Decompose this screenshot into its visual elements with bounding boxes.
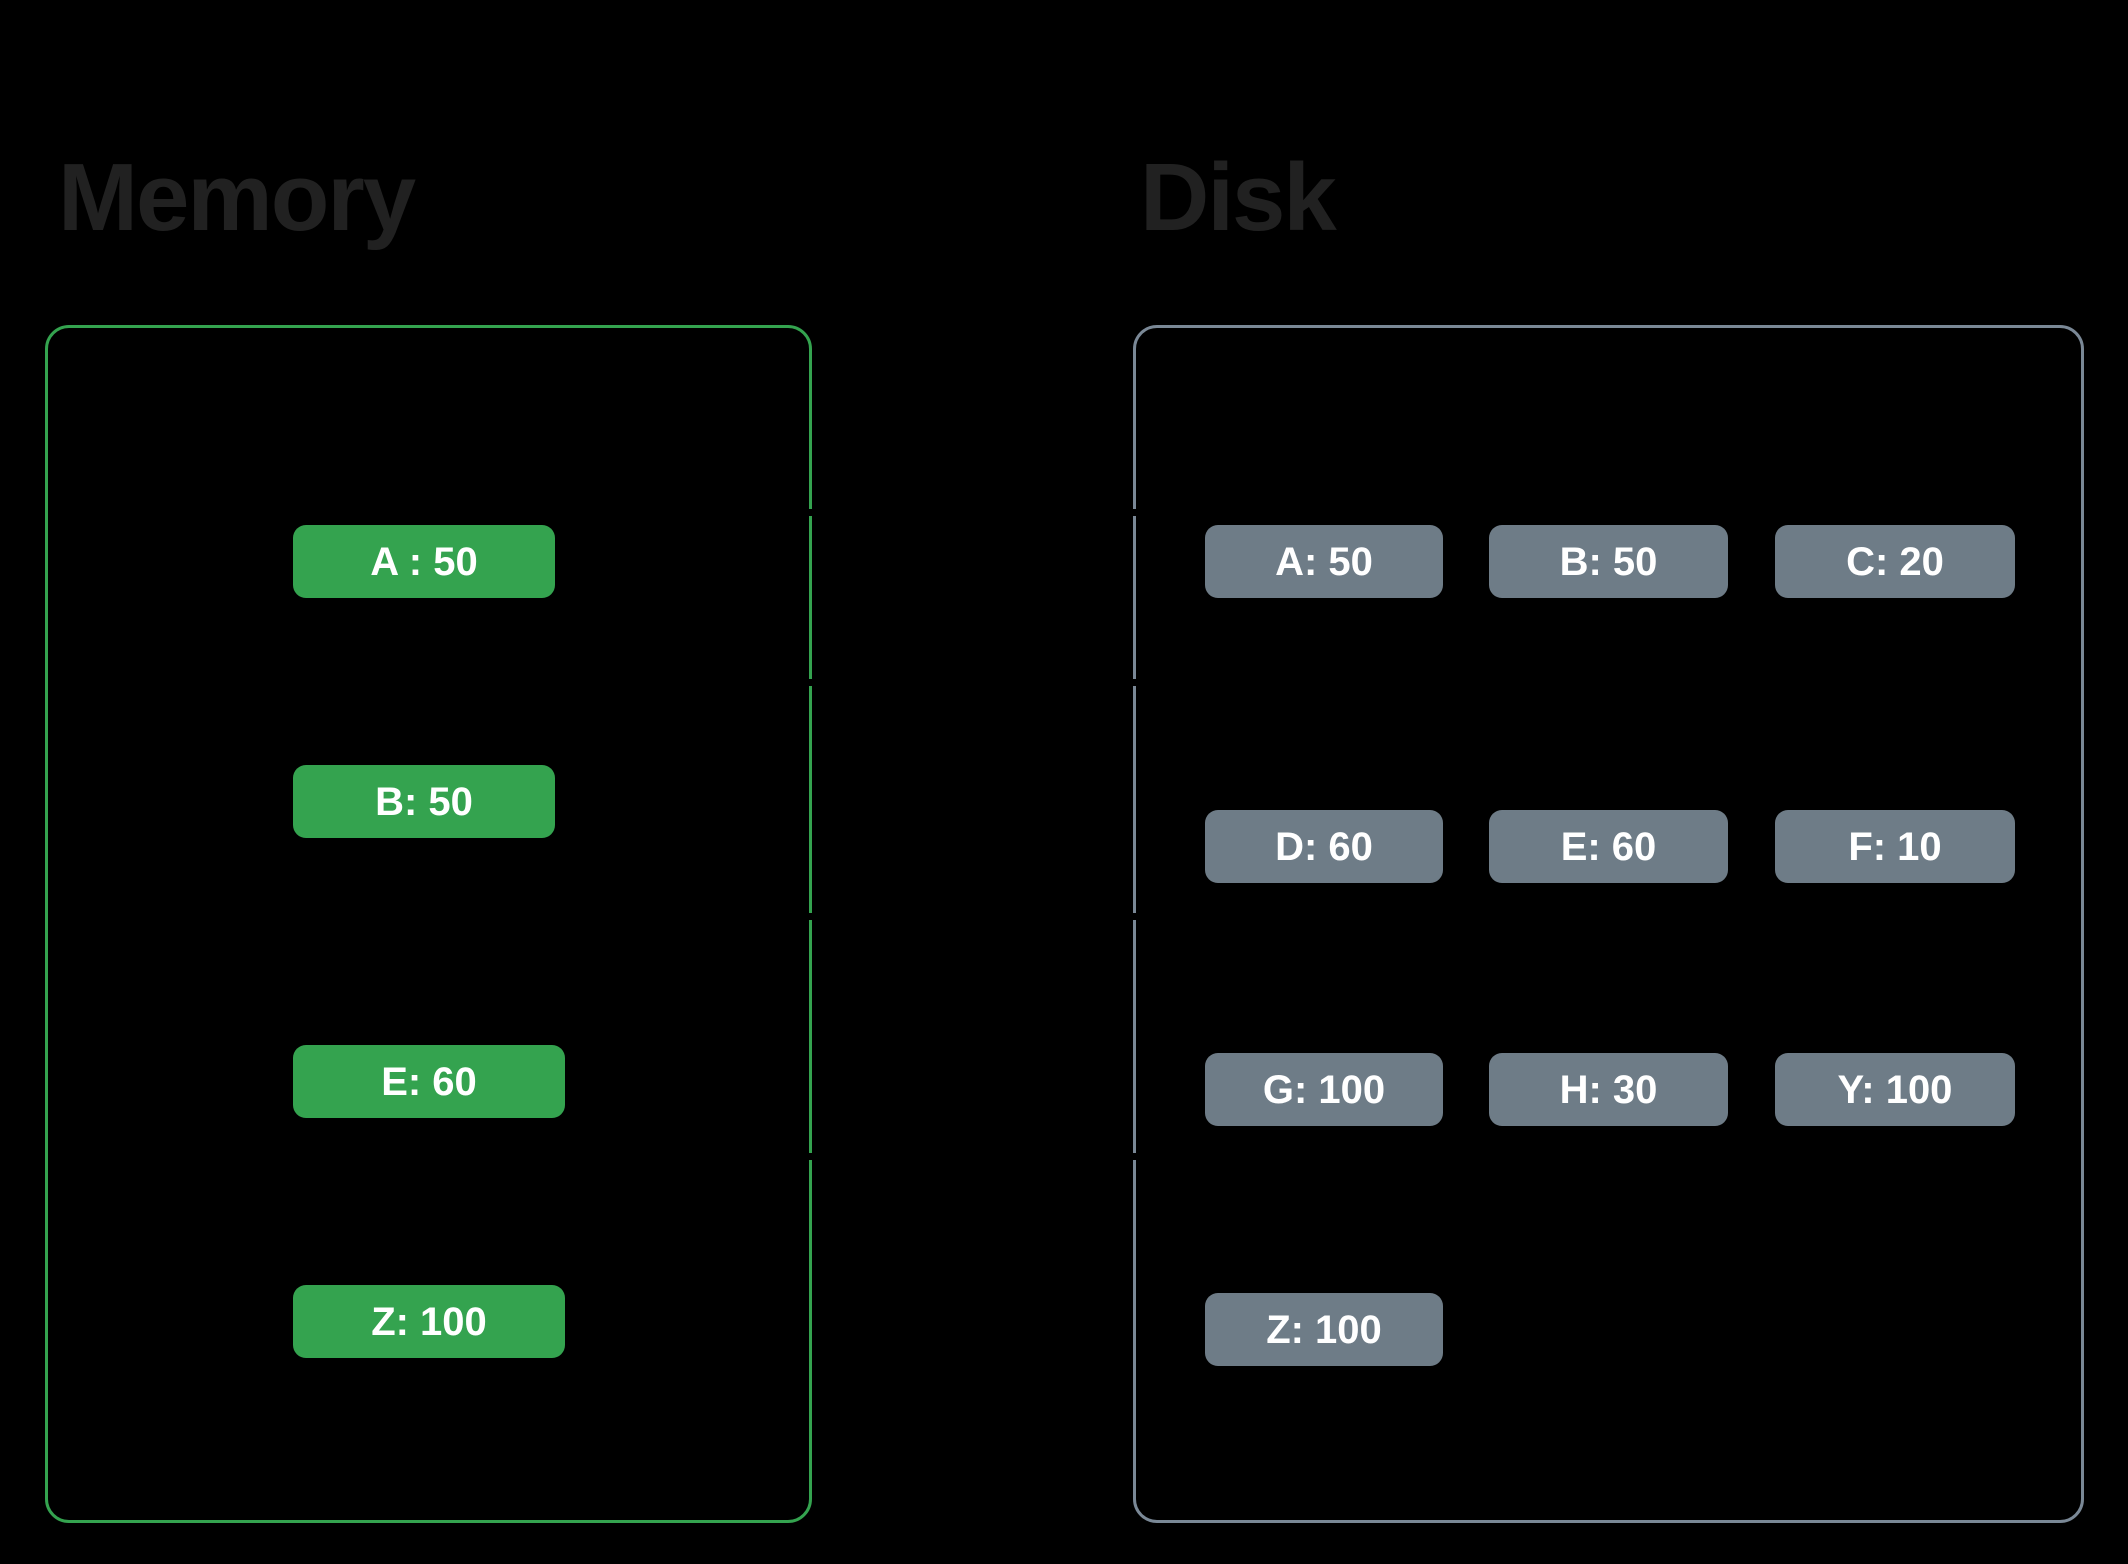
disk-item-badge[interactable]: C: 20 [1775,525,2015,598]
memory-item-badge[interactable]: E: 60 [293,1045,565,1118]
disk-panel [1133,325,2084,1523]
disk-panel-seam [1133,679,1140,686]
disk-item-badge[interactable]: H: 30 [1489,1053,1728,1126]
memory-panel [45,325,812,1523]
disk-panel-seam [1133,509,1140,516]
memory-panel-seam [805,509,812,516]
memory-item-badge[interactable]: Z: 100 [293,1285,565,1358]
disk-item-badge[interactable]: G: 100 [1205,1053,1443,1126]
memory-item-badge[interactable]: B: 50 [293,765,555,838]
disk-item-badge[interactable]: F: 10 [1775,810,2015,883]
disk-panel-seam [1133,1153,1140,1160]
disk-section-title: Disk [1140,144,1337,251]
disk-panel-seam [1133,913,1140,920]
disk-item-badge[interactable]: D: 60 [1205,810,1443,883]
memory-item-badge[interactable]: A : 50 [293,525,555,598]
memory-panel-seam [805,679,812,686]
memory-section-title: Memory [58,144,416,251]
disk-item-badge[interactable]: Y: 100 [1775,1053,2015,1126]
disk-item-badge[interactable]: A: 50 [1205,525,1443,598]
memory-panel-seam [805,1153,812,1160]
memory-panel-seam [805,913,812,920]
disk-item-badge[interactable]: Z: 100 [1205,1293,1443,1366]
disk-item-badge[interactable]: B: 50 [1489,525,1728,598]
disk-item-badge[interactable]: E: 60 [1489,810,1728,883]
